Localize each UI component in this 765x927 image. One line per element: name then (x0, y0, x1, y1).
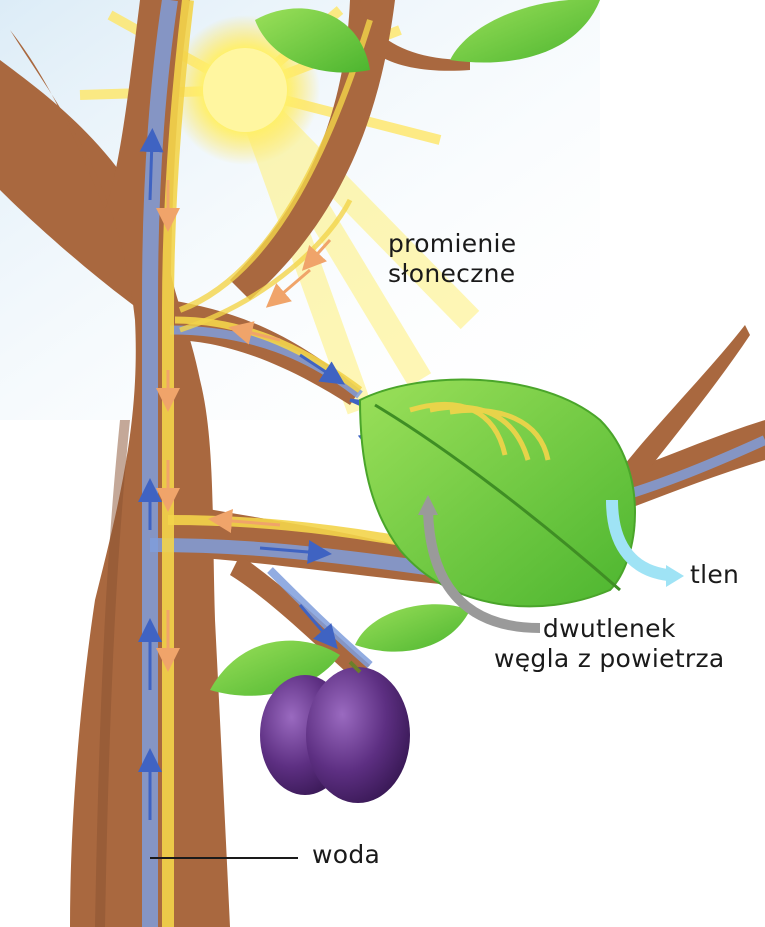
sunlight-label: promienie słoneczne (388, 229, 516, 289)
oxygen-label: tlen (690, 560, 739, 590)
water-label: woda (312, 840, 380, 870)
sunlight-label-line-1: promienie (388, 229, 516, 259)
oxygen-arrowhead (666, 565, 684, 587)
carbon-dioxide-label-line-2: węgla z powietrza (494, 644, 725, 674)
carbon-dioxide-label-line-1: dwutlenek (494, 614, 725, 644)
sunlight-label-line-2: słoneczne (388, 259, 516, 289)
carbon-dioxide-label: dwutlenek węgla z powietrza (494, 614, 725, 674)
plums (260, 662, 410, 803)
